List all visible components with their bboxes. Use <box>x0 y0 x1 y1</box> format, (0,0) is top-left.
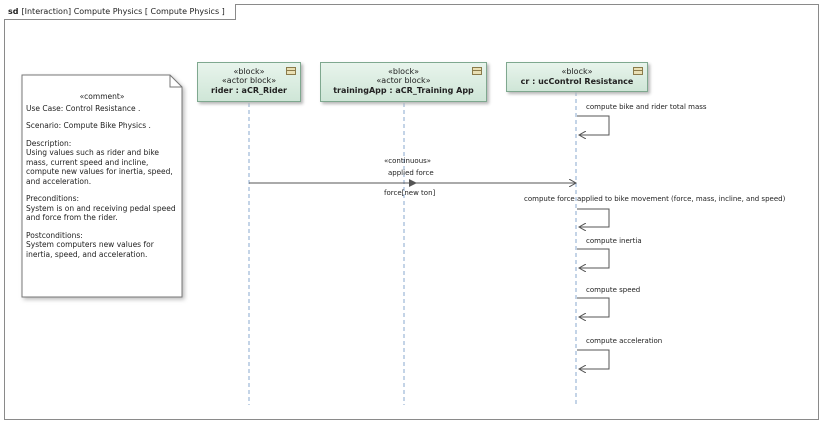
lifeline-stereotype: «block» <box>561 67 593 76</box>
comment-text: «comment» Use Case: Control Resistance .… <box>26 92 178 267</box>
self-call-loop-3 <box>577 248 610 268</box>
comment-preconditions-title: Preconditions: <box>26 194 80 203</box>
self-call-loop-4 <box>577 297 610 317</box>
comment-note-shape <box>21 74 183 298</box>
lifeline-name: cr : ucControl Resistance <box>520 77 634 86</box>
frame-title: [Interaction] Compute Physics [ Compute … <box>21 7 225 16</box>
comment-preconditions: System is on and receiving pedal speed a… <box>26 203 176 223</box>
lifeline-control-resistance[interactable]: «block» cr : ucControl Resistance <box>506 62 648 92</box>
lifeline-stereotype: «block» <box>233 67 265 76</box>
block-icon <box>472 67 482 75</box>
self-call-label-acceleration[interactable]: compute acceleration <box>586 337 663 345</box>
comment-stereotype: «comment» <box>79 92 125 101</box>
message-stereotype-continuous: «continuous» <box>384 157 432 165</box>
block-icon <box>286 67 296 75</box>
comment-description-title: Description: <box>26 138 72 148</box>
item-flow-arrow <box>409 179 417 187</box>
comment-postconditions-title: Postconditions: <box>26 230 83 240</box>
comment-use-case: Use Case: Control Resistance . <box>26 103 141 113</box>
comment-postconditions: System computers new values for inertia,… <box>26 240 154 259</box>
self-call-loop-5 <box>577 349 610 369</box>
comment-scenario: Scenario: Compute Bike Physics . <box>26 121 151 130</box>
lifeline-stereotype: «block» <box>387 67 419 76</box>
self-call-label-speed[interactable]: compute speed <box>586 286 641 294</box>
comment-description: Using values such as rider and bike mass… <box>26 148 173 186</box>
lifeline-stereotype: «actor block» <box>376 76 431 85</box>
self-call-loop-1 <box>577 115 610 135</box>
self-call-label-total-mass[interactable]: compute bike and rider total mass <box>586 103 707 111</box>
comment-note-fold <box>169 75 182 88</box>
self-call-loop-2 <box>577 208 610 227</box>
lifeline-rider[interactable]: «block» «actor block» rider : aCR_Rider <box>197 62 301 102</box>
lifeline-name: rider : aCR_Rider <box>211 86 287 95</box>
comment-note[interactable]: «comment» Use Case: Control Resistance .… <box>22 75 182 297</box>
item-flow-label: force[new ton] <box>384 189 436 197</box>
message-applied-force-label[interactable]: applied force <box>388 169 434 177</box>
lifeline-stereotype: «actor block» <box>221 76 277 85</box>
lifeline-name: trainingApp : aCR_Training App <box>333 86 474 95</box>
diagram-frame <box>4 4 819 420</box>
frame-kind: sd <box>8 7 19 16</box>
self-call-label-force[interactable]: compute force applied to bike movement (… <box>524 195 786 203</box>
frame-title-tab: sd[Interaction] Compute Physics [ Comput… <box>4 4 236 20</box>
lifeline-training-app[interactable]: «block» «actor block» trainingApp : aCR_… <box>320 62 487 102</box>
block-icon <box>633 67 643 75</box>
self-call-label-inertia[interactable]: compute inertia <box>586 237 642 245</box>
self-call-loops <box>577 115 610 369</box>
